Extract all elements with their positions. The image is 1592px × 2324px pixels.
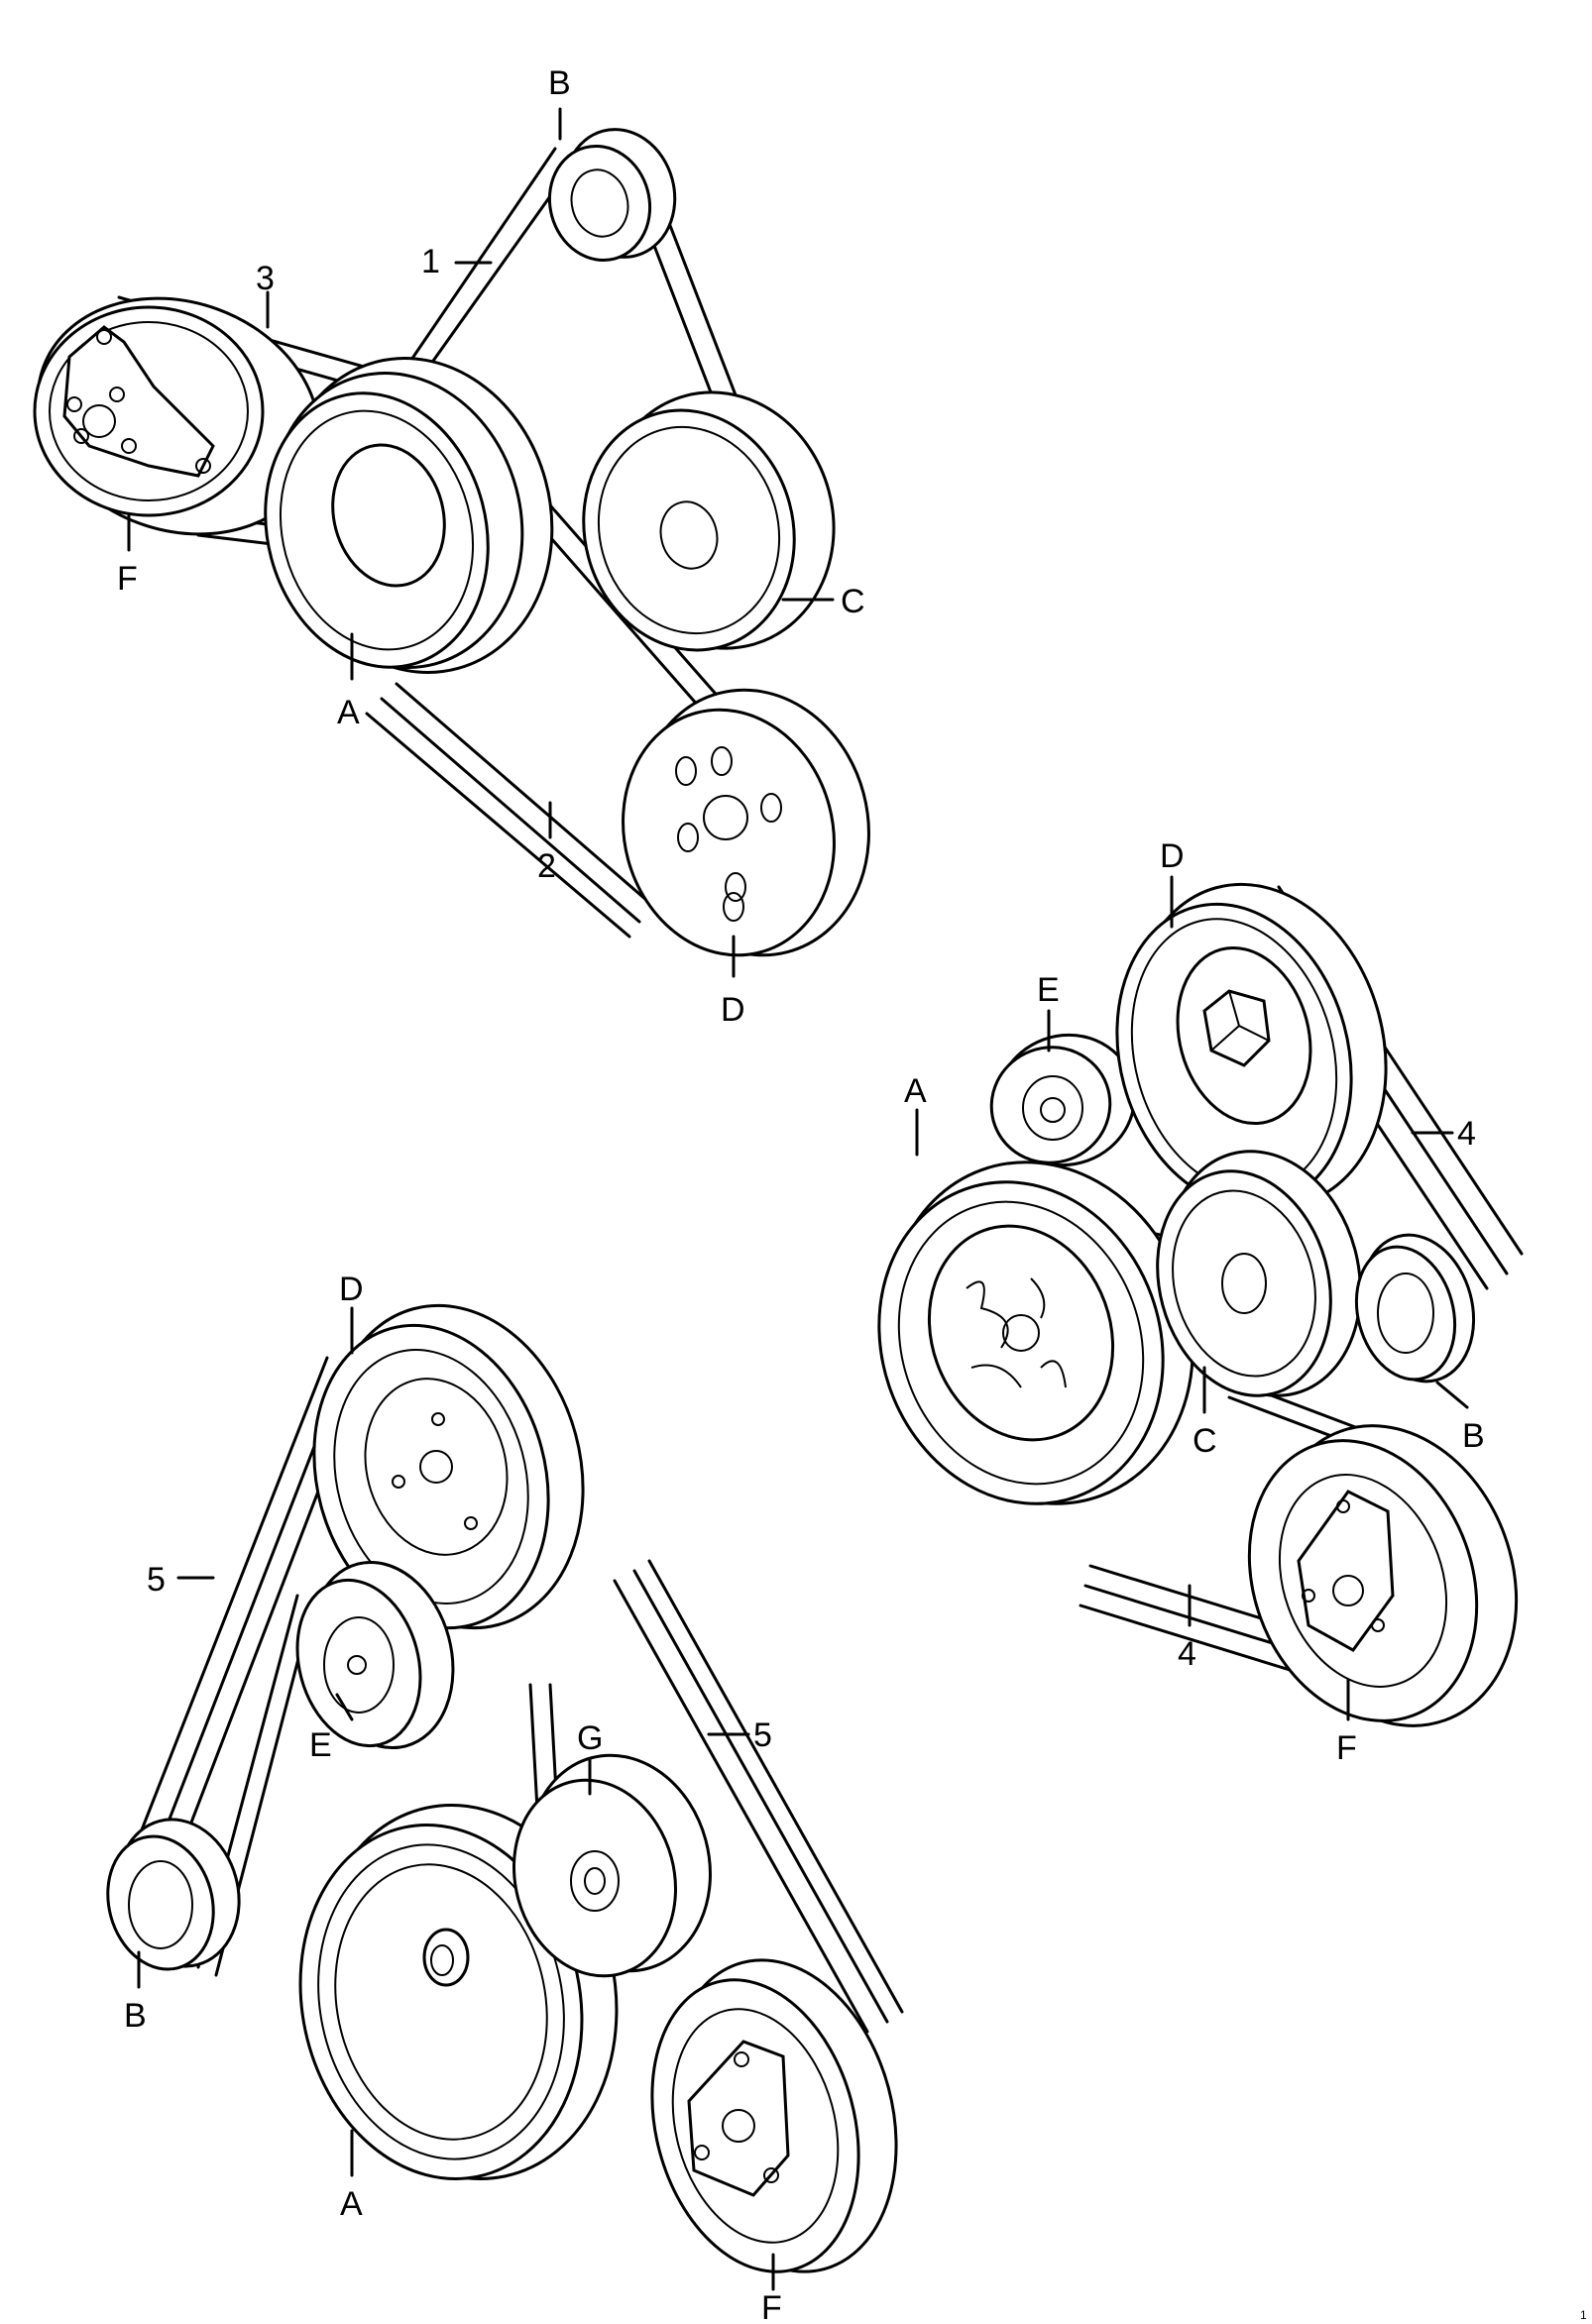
label-pulley-e: E [309, 1726, 332, 1764]
pulley-d [622, 688, 870, 957]
label-pulley-c: C [1193, 1422, 1217, 1460]
label-pulley-a: A [340, 2185, 363, 2223]
label-belt-2: 2 [537, 847, 556, 885]
belt-2 [365, 682, 656, 939]
label-belt-4-bottom: 4 [1178, 1635, 1196, 1673]
pulley-e [295, 1560, 455, 1750]
label-pulley-d: D [1160, 837, 1185, 875]
assembly-2: D E 4 A B C 4 F [877, 837, 1524, 1767]
pulley-e [989, 1033, 1136, 1167]
label-belt-4-top: 4 [1457, 1115, 1476, 1153]
label-pulley-d: D [339, 1271, 364, 1308]
leader-e3 [335, 1693, 354, 1721]
label-pulley-f: F [761, 2289, 782, 2324]
pulley-f [33, 296, 321, 536]
label-belt-3: 3 [256, 260, 275, 297]
assembly-1: B 1 3 F A C 2 D [33, 64, 870, 1029]
pulley-b [1354, 1233, 1476, 1383]
label-pulley-b: B [124, 1997, 147, 2035]
label-pulley-c: C [841, 583, 865, 620]
pulley-a [264, 357, 554, 674]
label-pulley-d: D [721, 991, 745, 1029]
label-belt-5-left: 5 [147, 1561, 166, 1599]
label-pulley-g: G [577, 1719, 603, 1757]
pulley-g [512, 1753, 712, 1978]
label-pulley-f: F [1336, 1729, 1357, 1767]
pulley-c [1156, 1150, 1362, 1397]
label-pulley-b: B [548, 64, 571, 102]
label-pulley-b: B [1462, 1417, 1485, 1455]
assembly-3: D 5 E B G 5 A F [106, 1271, 904, 2324]
pulley-b [547, 128, 677, 262]
label-pulley-a: A [904, 1072, 927, 1110]
pulley-f [1247, 1424, 1519, 1727]
label-pulley-a: A [337, 694, 360, 731]
label-pulley-f: F [117, 560, 138, 598]
label-belt-5-right: 5 [753, 1716, 772, 1754]
pulley-b [106, 1818, 241, 1971]
pulley-c [582, 390, 836, 652]
label-pulley-e: E [1037, 971, 1060, 1009]
pulley-f [650, 1958, 898, 2273]
leader-b2 [1435, 1381, 1469, 1409]
pulley-a [877, 1161, 1194, 1505]
corner-mark: 1 [1580, 2308, 1587, 2322]
pulley-d [312, 1303, 585, 1630]
label-belt-1: 1 [421, 243, 440, 280]
